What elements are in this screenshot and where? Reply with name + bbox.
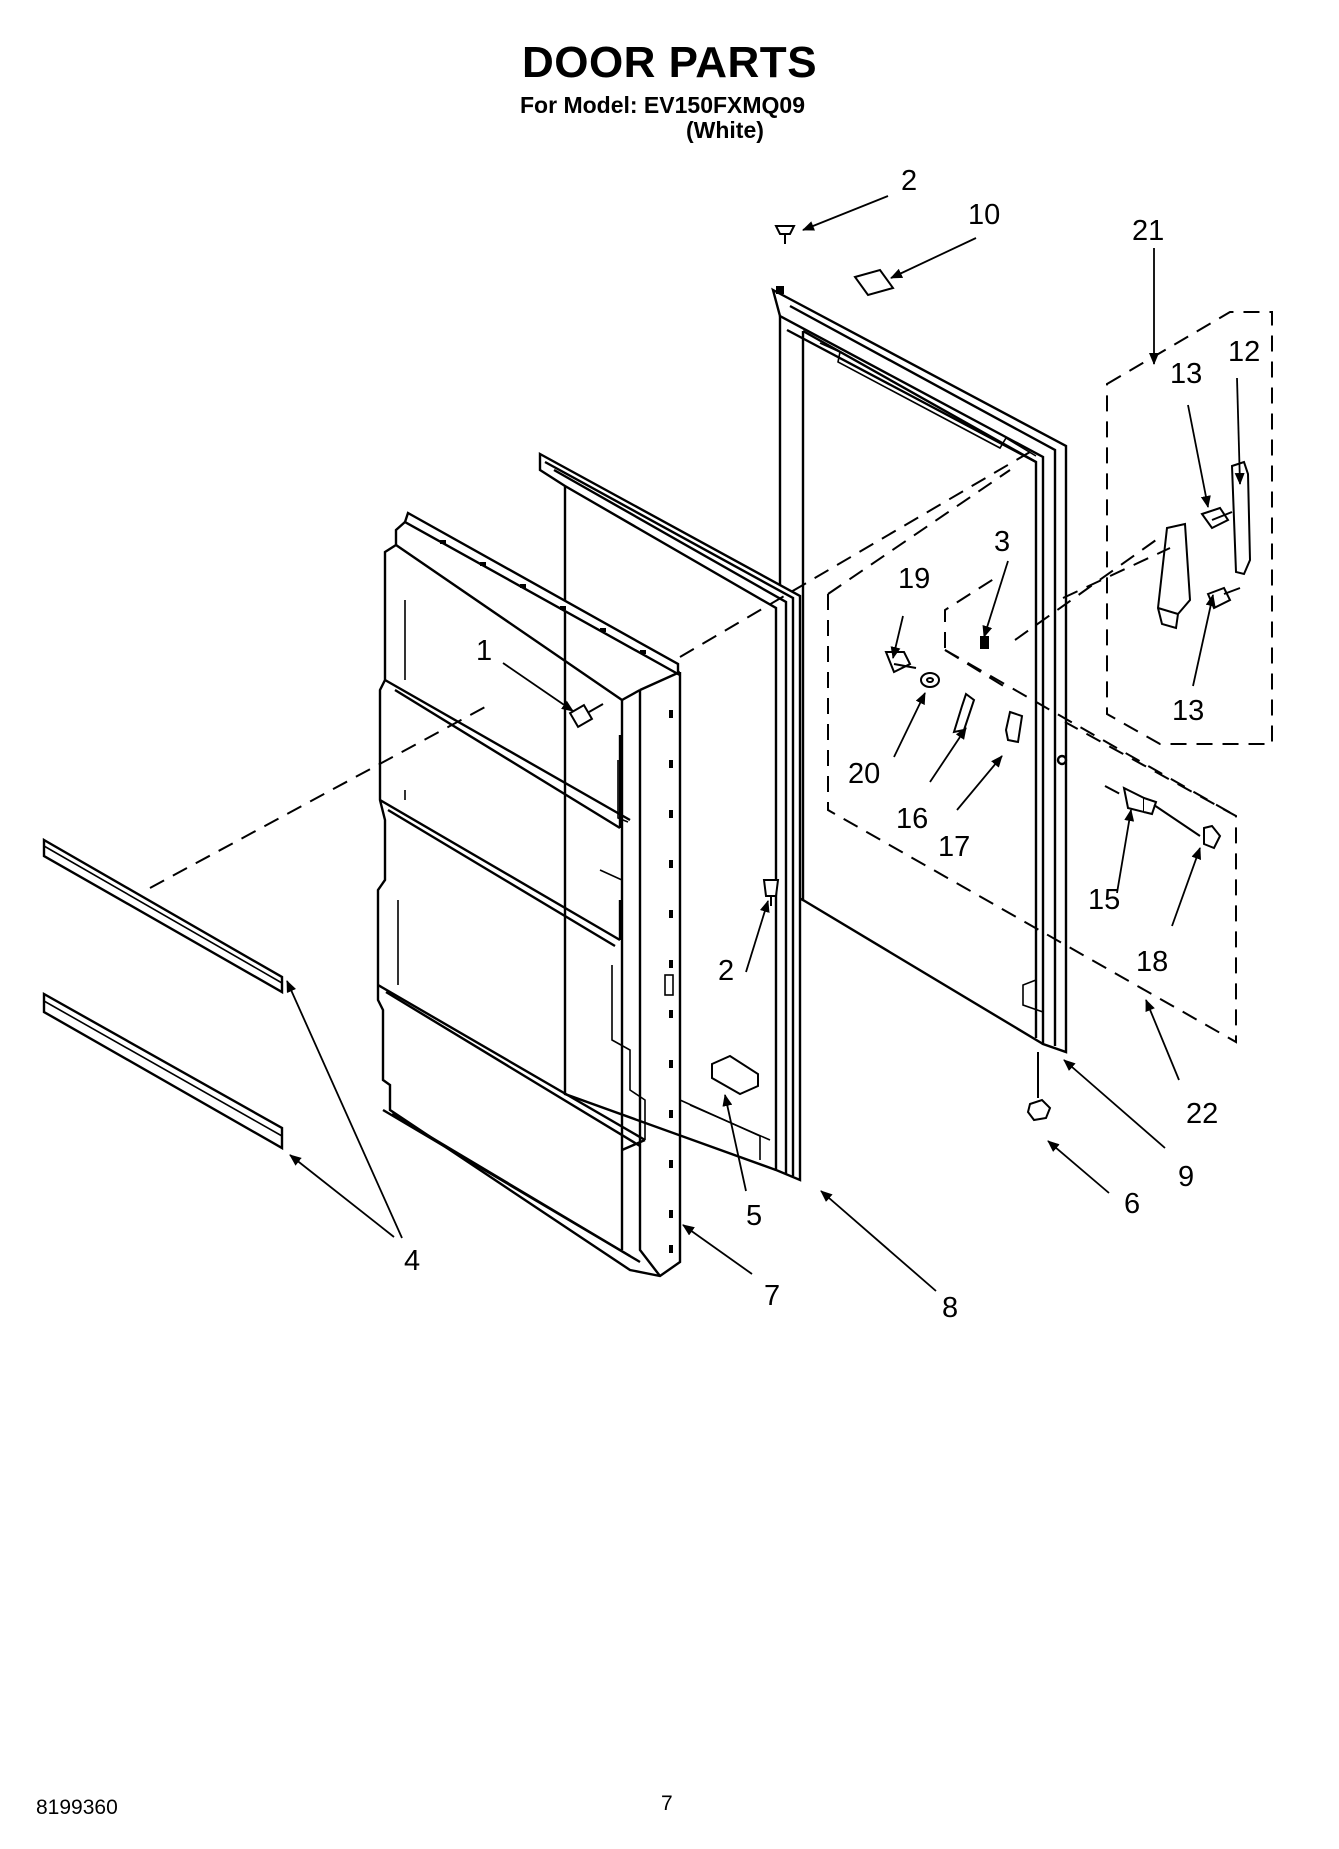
callout-16: 16: [896, 803, 928, 835]
callout-2-top: 2: [901, 165, 917, 197]
callout-19: 19: [898, 563, 930, 595]
plug-2-top: [774, 225, 796, 244]
leader-arrows: [286, 195, 1245, 1292]
page-number: 7: [661, 1792, 673, 1815]
shelf-bars: [42, 837, 284, 1151]
clip-5: [711, 1054, 759, 1096]
callout-4: 4: [404, 1245, 420, 1277]
callout-5: 5: [746, 1200, 762, 1232]
document-number: 8199360: [36, 1796, 118, 1819]
dashed-guides: [149, 311, 1273, 1044]
callout-labels: 1 2 2 3 4 5 6 7 8 9 10 12 13 13 15 16 17…: [404, 165, 1260, 1324]
callout-3: 3: [994, 526, 1010, 558]
callout-6: 6: [1124, 1188, 1140, 1220]
callout-13-top: 13: [1170, 358, 1202, 390]
clip-3: [980, 636, 989, 649]
screw-1: [568, 703, 604, 729]
callout-13-bottom: 13: [1172, 695, 1204, 727]
callout-17: 17: [938, 831, 970, 863]
model-line: For Model: EV150FXMQ09: [520, 92, 806, 118]
label-10: [853, 268, 895, 297]
callout-9: 9: [1178, 1161, 1194, 1193]
callout-2-bottom: 2: [718, 955, 734, 987]
callout-18: 18: [1136, 946, 1168, 978]
callout-8: 8: [942, 1292, 958, 1324]
callout-1: 1: [476, 635, 492, 667]
nut-6: [1026, 1052, 1052, 1122]
callout-20: 20: [848, 758, 880, 790]
callout-22: 22: [1186, 1098, 1218, 1130]
callout-15: 15: [1088, 884, 1120, 916]
color-line: (White): [686, 117, 764, 143]
page-title: DOOR PARTS: [521, 38, 818, 87]
callout-7: 7: [764, 1280, 780, 1312]
callout-21: 21: [1132, 215, 1164, 247]
inner-door-liner: [376, 511, 682, 1278]
outer-door-panel: [771, 286, 1068, 1054]
callout-10: 10: [968, 199, 1000, 231]
callout-12: 12: [1228, 336, 1260, 368]
plug-2-bottom: [762, 879, 780, 906]
